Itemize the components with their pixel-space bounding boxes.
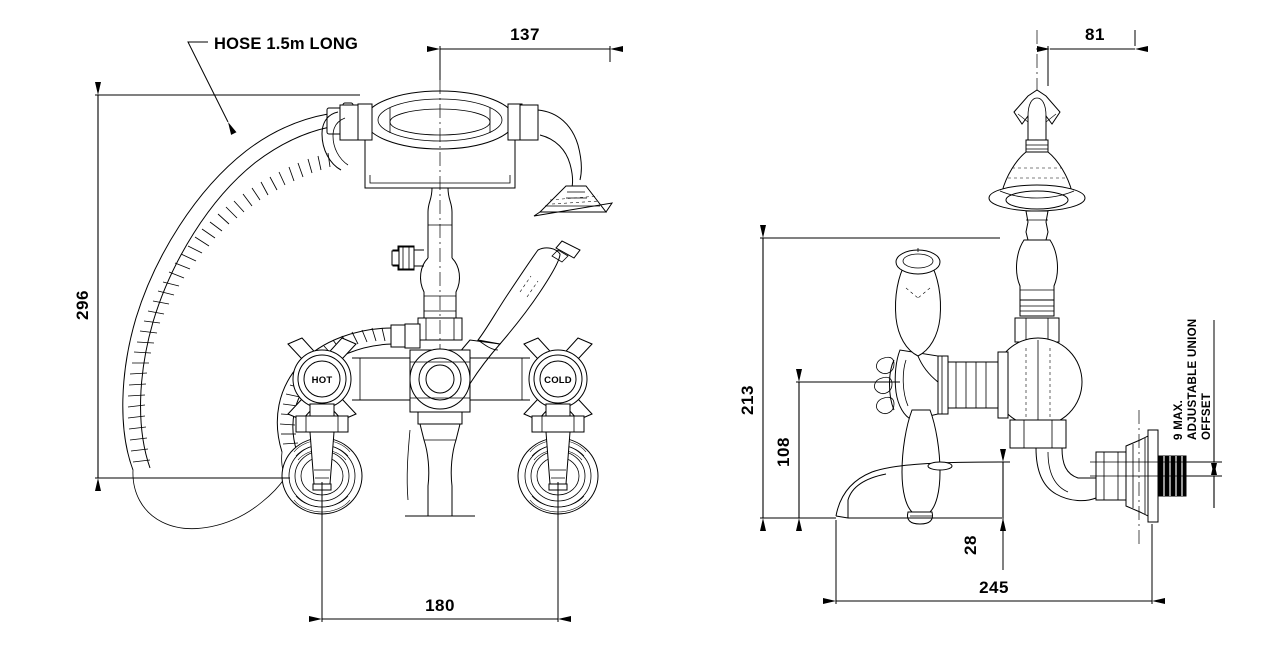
hot-cross-handle: HOT	[287, 337, 357, 421]
front-view-dimensions: 137 296 180 HOSE 1.5m LONG	[73, 25, 623, 622]
bath-spout-side	[835, 461, 1002, 519]
union-note-line1: 9 MAX.	[1173, 400, 1185, 440]
hot-wall-flange	[281, 431, 363, 515]
dim-overall-projection: 245	[823, 520, 1165, 604]
dim-label-28: 28	[961, 535, 980, 555]
union-note-line3: OFFSET	[1201, 393, 1213, 440]
dim-handset-width: 81	[1037, 25, 1148, 86]
bath-spout-front	[405, 423, 475, 517]
body-crossbar	[352, 357, 530, 401]
dim-label-137: 137	[510, 25, 540, 44]
side-elevation-view	[835, 30, 1210, 546]
handset-cradle-assembly	[321, 90, 614, 217]
dim-label-296: 296	[73, 290, 92, 320]
riser-hex-nut-side	[1014, 317, 1060, 343]
dim-handle-centres: 180	[309, 482, 571, 622]
wall-union-side	[1035, 410, 1210, 546]
central-riser	[417, 80, 463, 350]
union-note-line2: ADJUSTABLE UNION	[1187, 318, 1199, 440]
dim-label-180: 180	[425, 596, 455, 615]
valve-body-side	[874, 337, 1083, 449]
dim-valve-height: 108	[774, 369, 900, 531]
dim-overall-height-side: 213	[738, 225, 1000, 531]
diverter-outlet-stub	[391, 246, 424, 270]
hot-handle-assembly: HOT	[281, 337, 363, 515]
dim-label-81: 81	[1085, 25, 1105, 44]
shower-handset-side	[988, 30, 1086, 317]
cold-wall-flange	[517, 431, 599, 515]
union-offset-annotation: 9 MAX. ADJUSTABLE UNION OFFSET	[1173, 318, 1222, 508]
cold-label: COLD	[544, 375, 572, 386]
dim-label-108: 108	[774, 437, 793, 467]
front-elevation-view: HOT	[122, 80, 614, 529]
dim-label-245: 245	[979, 578, 1009, 597]
hose-note-label: HOSE 1.5m LONG	[214, 35, 358, 53]
dim-label-213: 213	[738, 385, 757, 415]
hot-label: HOT	[312, 375, 333, 386]
dim-overall-height: 296	[73, 82, 360, 491]
upper-lever-handle-side	[895, 248, 941, 383]
dim-spout-width: 137	[427, 25, 623, 80]
cold-handle-assembly: COLD	[517, 337, 599, 515]
hose-note-annotation: HOSE 1.5m LONG	[187, 35, 358, 135]
cold-cross-handle: COLD	[523, 337, 593, 421]
diverter-hub	[409, 348, 471, 425]
dim-spout-outlet-height: 28	[961, 449, 1010, 570]
side-view-dimensions: 81 213 108 28 245	[738, 25, 1222, 604]
